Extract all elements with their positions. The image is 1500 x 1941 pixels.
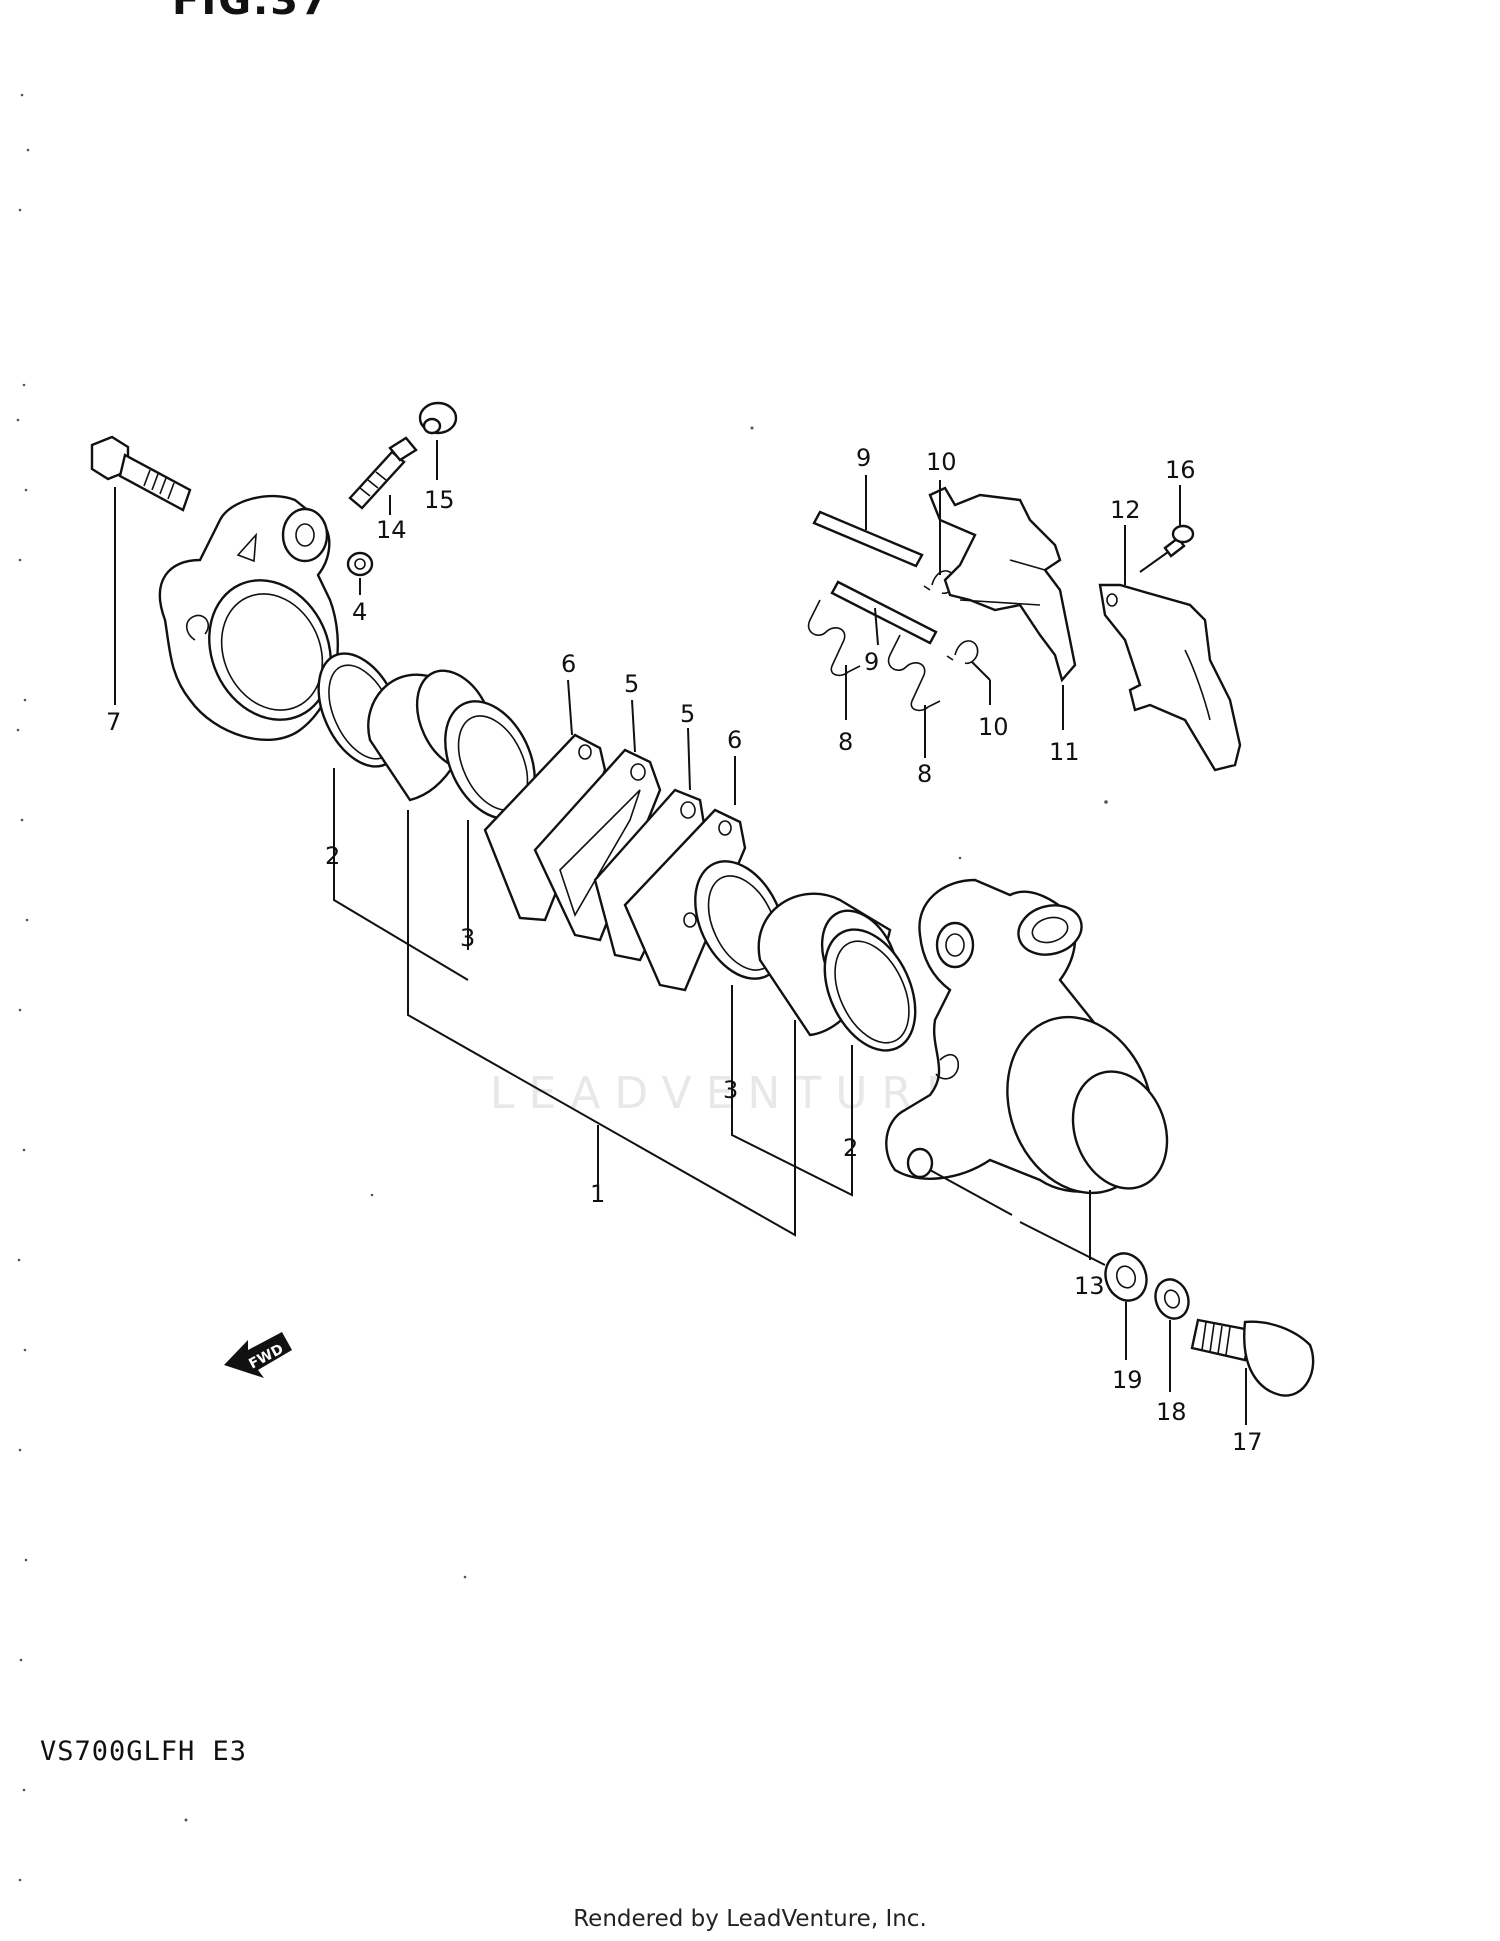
fwd-arrow-icon: FWD bbox=[224, 1332, 292, 1378]
part-9-pad-pin-upper bbox=[812, 510, 924, 568]
callout-2-right: 2 bbox=[843, 1134, 858, 1162]
callout-7: 7 bbox=[106, 708, 121, 736]
part-8-spring-right bbox=[887, 634, 941, 712]
callout-6-right: 6 bbox=[727, 726, 742, 754]
callout-11: 11 bbox=[1049, 738, 1080, 766]
part-2-seal-right bbox=[823, 928, 917, 1052]
part-9-pad-pin-lower bbox=[830, 580, 938, 645]
figure-title: FIG.37 bbox=[172, 0, 330, 24]
callout-8-left: 8 bbox=[838, 728, 853, 756]
callout-4: 4 bbox=[352, 598, 367, 626]
leader-lines bbox=[114, 440, 1247, 1425]
callout-3-left: 3 bbox=[460, 924, 475, 952]
callout-10-lower: 10 bbox=[978, 713, 1009, 741]
callout-15: 15 bbox=[424, 486, 455, 514]
callout-19: 19 bbox=[1112, 1366, 1143, 1394]
watermark-text: LEADVENTURE bbox=[490, 1068, 968, 1119]
callout-6-left: 6 bbox=[561, 650, 576, 678]
model-code: VS700GLFH E3 bbox=[40, 1736, 248, 1767]
part-15-cap bbox=[418, 401, 458, 435]
footer-credit: Rendered by LeadVenture, Inc. bbox=[573, 1906, 927, 1932]
part-7-bolt bbox=[90, 435, 192, 512]
callout-13: 13 bbox=[1074, 1272, 1105, 1300]
callout-16: 16 bbox=[1165, 456, 1196, 484]
part-11-pad-cover bbox=[928, 486, 1077, 683]
callout-3-right: 3 bbox=[723, 1076, 738, 1104]
callout-17: 17 bbox=[1232, 1428, 1263, 1456]
part-6-shim-left bbox=[483, 733, 607, 922]
part-19-washer bbox=[1104, 1252, 1148, 1302]
part-8-spring-left bbox=[807, 599, 861, 677]
part-10-clip-lower bbox=[946, 640, 979, 665]
part-12-plate bbox=[1098, 583, 1242, 772]
callout-9-lower: 9 bbox=[864, 648, 879, 676]
callout-18: 18 bbox=[1156, 1398, 1187, 1426]
callout-9-upper: 9 bbox=[856, 444, 871, 472]
callout-14: 14 bbox=[376, 516, 407, 544]
callout-1: 1 bbox=[590, 1180, 605, 1208]
part-14-bleeder-screw bbox=[348, 436, 418, 510]
caliper-left-half bbox=[158, 494, 339, 741]
callout-10-upper: 10 bbox=[926, 448, 957, 476]
part-17-bolt bbox=[1190, 1318, 1315, 1397]
part-16-screw bbox=[1163, 524, 1195, 558]
callout-5-left: 5 bbox=[624, 670, 639, 698]
part-18-washer bbox=[1154, 1278, 1190, 1320]
part-5-pad-left bbox=[533, 748, 662, 942]
caliper-right-half bbox=[885, 878, 1169, 1195]
callout-8-right: 8 bbox=[917, 760, 932, 788]
part-6-shim-right bbox=[623, 808, 747, 992]
scan-marks bbox=[16, 93, 1108, 1882]
callout-5-right: 5 bbox=[680, 700, 695, 728]
callout-12: 12 bbox=[1110, 496, 1141, 524]
part-4-washer bbox=[346, 551, 374, 577]
callout-2-left: 2 bbox=[325, 842, 340, 870]
